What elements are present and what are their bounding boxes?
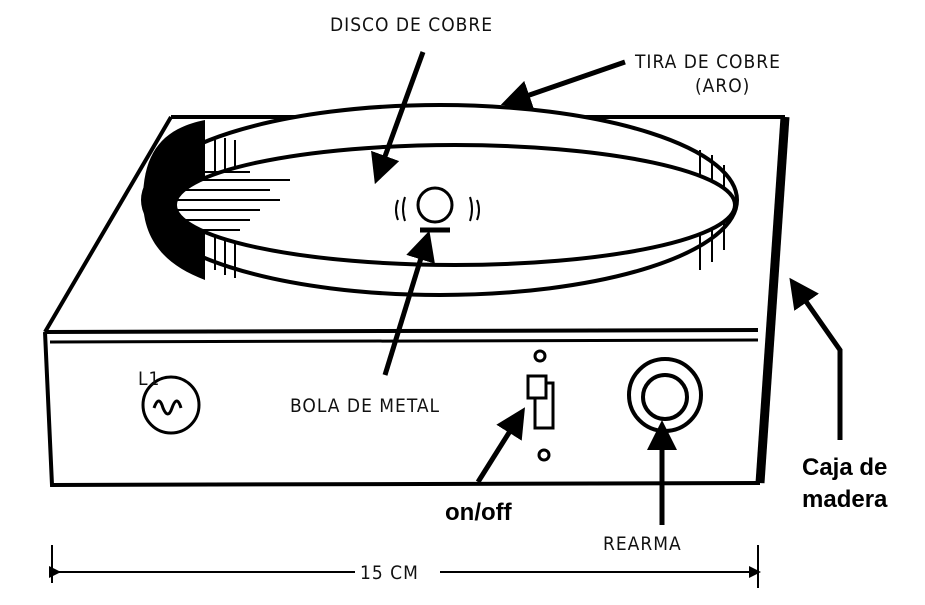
arrow-box (789, 277, 843, 440)
label-copper-strip-sub: (ARO) (695, 75, 750, 97)
label-box-line2: madera (802, 486, 888, 513)
arrow-switch (475, 407, 525, 484)
dimension-line (49, 545, 761, 588)
label-on-off: on/off (445, 499, 513, 526)
wooden-box (43, 115, 790, 488)
arrows (371, 51, 843, 525)
label-copper-strip: TIRA DE COBRE (634, 51, 781, 73)
label-metal-ball: BOLA DE METAL (290, 395, 440, 417)
label-lamp: L1 (138, 368, 160, 390)
arrow-strip (500, 59, 626, 110)
reset-button (627, 357, 703, 433)
arrow-disc (371, 51, 426, 185)
copper-ring (141, 103, 739, 297)
on-off-switch (526, 349, 555, 462)
label-dimension: 15 CM (360, 562, 419, 584)
arrow-ball (382, 230, 435, 376)
label-box-line1: Caja de (802, 454, 887, 481)
metal-ball (395, 186, 480, 233)
label-reset: REARMA (603, 533, 682, 555)
lamp-l1 (141, 375, 201, 435)
label-copper-disc: DISCO DE COBRE (330, 14, 493, 36)
